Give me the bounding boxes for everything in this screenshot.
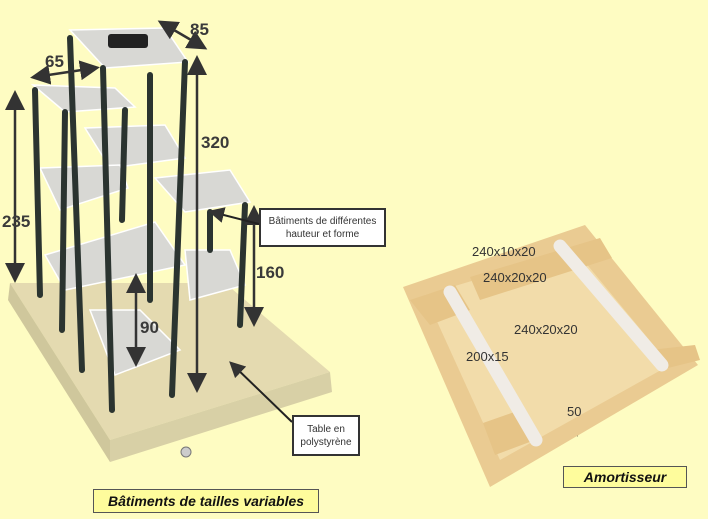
dim-top-depth: 85 — [190, 20, 209, 39]
dim-gap: 50 — [567, 404, 582, 419]
top-weight — [108, 34, 148, 48]
callout-table: Table en polystyrène — [292, 415, 360, 456]
caption-buildings: Bâtiments de tailles variables — [93, 489, 319, 513]
dim-tube: 200x15 — [466, 349, 509, 364]
dim-center-block: 240x20x20 — [514, 322, 578, 337]
dim-rail-inner: 240x20x20 — [483, 270, 547, 285]
callout-arrows — [208, 207, 293, 423]
dim-height-tall: 320 — [201, 133, 230, 152]
caption-damper: Amortisseur — [563, 466, 687, 488]
dim-height-right: 160 — [256, 263, 285, 282]
building-legs — [32, 35, 248, 413]
pallet-damper — [403, 225, 700, 487]
dim-height-left: 235 — [2, 212, 31, 231]
dim-height-low: 90 — [140, 318, 159, 337]
callout-buildings: Bâtiments de différentes hauteur et form… — [259, 208, 386, 247]
dim-top-width: 65 — [45, 52, 64, 71]
dimension-arrows — [5, 20, 581, 437]
dim-rail-outer: 240x10x20 — [472, 244, 536, 259]
